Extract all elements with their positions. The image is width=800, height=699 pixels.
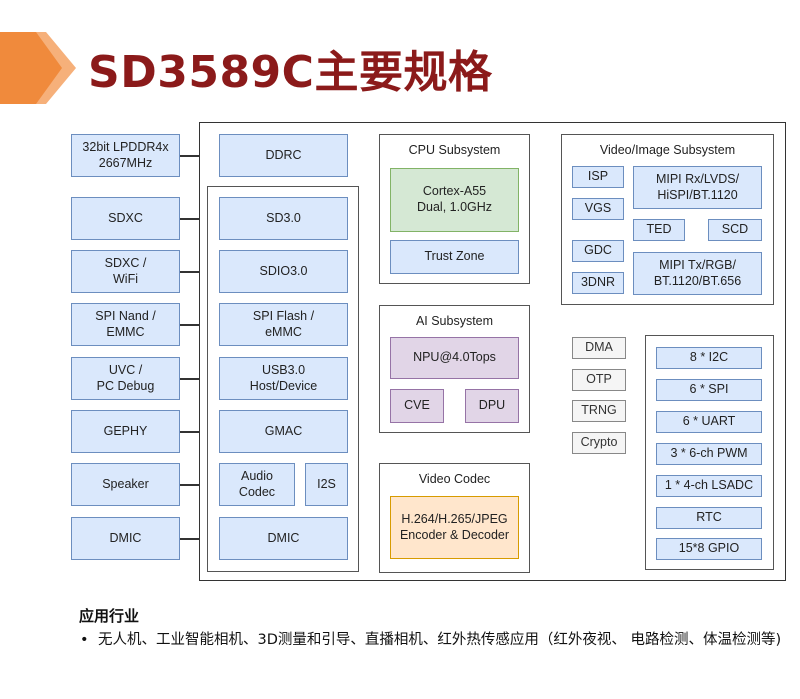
- gpio-block: 15*8 GPIO: [656, 538, 762, 560]
- cortex-a55-block: Cortex-A55 Dual, 1.0GHz: [390, 168, 519, 232]
- cpu-subsystem-title: CPU Subsystem: [408, 143, 501, 157]
- ext-sdxc-wifi: SDXC / WiFi: [71, 250, 180, 293]
- applications-text: 无人机、工业智能相机、3D测量和引导、直播相机、红外热传感应用（红外夜视、 电路…: [98, 632, 782, 648]
- scd-block: SCD: [708, 219, 762, 241]
- lsadc-block: 1 * 4-ch LSADC: [656, 475, 762, 497]
- mipi-tx-block: MIPI Tx/RGB/ BT.1120/BT.656: [633, 252, 762, 295]
- ext-lpddr4x: 32bit LPDDR4x 2667MHz: [71, 134, 180, 177]
- uart-block: 6 * UART: [656, 411, 762, 433]
- rtc-block: RTC: [656, 507, 762, 529]
- codec-encoder-decoder-block: H.264/H.265/JPEG Encoder & Decoder: [390, 496, 519, 559]
- ted-block: TED: [633, 219, 685, 241]
- ext-speaker: Speaker: [71, 463, 180, 506]
- ext-dmic: DMIC: [71, 517, 180, 560]
- trng-block: TRNG: [572, 400, 626, 422]
- title-chevron-icon: [0, 32, 76, 104]
- gdc-block: GDC: [572, 240, 624, 262]
- ext-uvc-pc-debug: UVC / PC Debug: [71, 357, 180, 400]
- dma-block: DMA: [572, 337, 626, 359]
- dpu-block: DPU: [465, 389, 519, 423]
- usb30-block: USB3.0 Host/Device: [219, 357, 348, 400]
- ext-gephy: GEPHY: [71, 410, 180, 453]
- crypto-block: Crypto: [572, 432, 626, 454]
- mipi-rx-block: MIPI Rx/LVDS/ HiSPI/BT.1120: [633, 166, 762, 209]
- video-image-subsystem-title: Video/Image Subsystem: [599, 143, 736, 157]
- sdio30-block: SDIO3.0: [219, 250, 348, 293]
- ext-sdxc: SDXC: [71, 197, 180, 240]
- otp-block: OTP: [572, 369, 626, 391]
- ai-subsystem-title: AI Subsystem: [415, 314, 494, 328]
- 3dnr-block: 3DNR: [572, 272, 624, 294]
- page-title: SD3589C主要规格: [88, 47, 493, 98]
- applications-heading: 应用行业: [79, 607, 140, 625]
- isp-block: ISP: [572, 166, 624, 188]
- applications-bullet: •: [80, 632, 89, 648]
- vgs-block: VGS: [572, 198, 624, 220]
- i2c-block: 8 * I2C: [656, 347, 762, 369]
- dmic-block: DMIC: [219, 517, 348, 560]
- spi-block: 6 * SPI: [656, 379, 762, 401]
- cve-block: CVE: [390, 389, 444, 423]
- i2s-block: I2S: [305, 463, 348, 506]
- trust-zone-block: Trust Zone: [390, 240, 519, 274]
- ddrc-block: DDRC: [219, 134, 348, 177]
- sd30-block: SD3.0: [219, 197, 348, 240]
- npu-block: NPU@4.0Tops: [390, 337, 519, 379]
- audio-codec-block: Audio Codec: [219, 463, 295, 506]
- gmac-block: GMAC: [219, 410, 348, 453]
- video-codec-title: Video Codec: [418, 472, 491, 486]
- spi-flash-block: SPI Flash / eMMC: [219, 303, 348, 346]
- pwm-block: 3 * 6-ch PWM: [656, 443, 762, 465]
- ext-spi-nand-emmc: SPI Nand / EMMC: [71, 303, 180, 346]
